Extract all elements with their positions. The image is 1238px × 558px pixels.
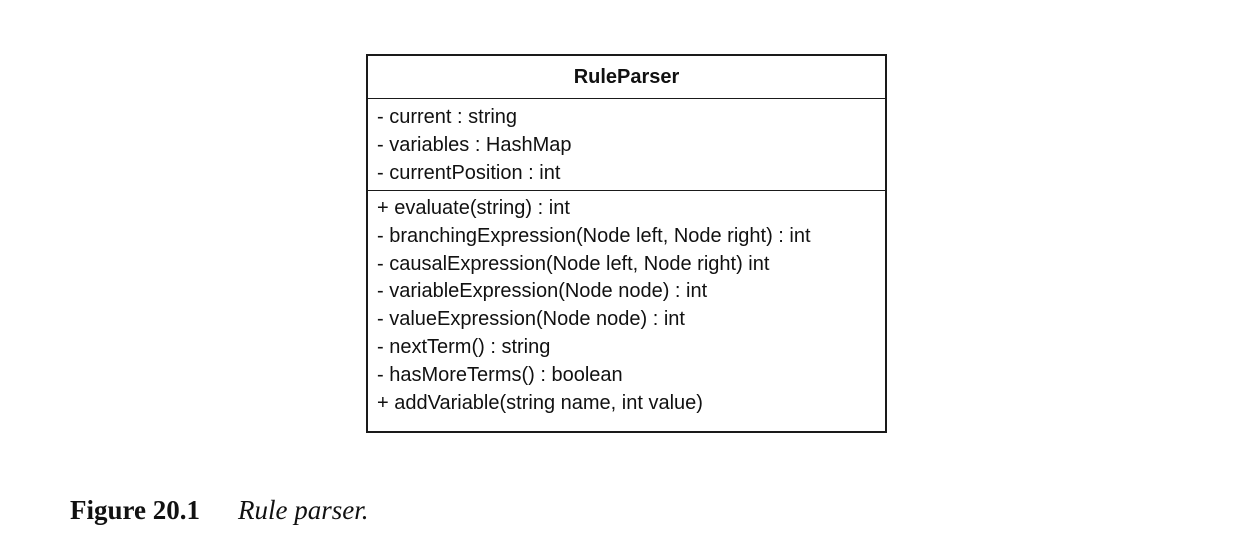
operation-item: + evaluate(string) : int [377, 197, 570, 219]
attribute-item: - currentPosition : int [377, 161, 561, 184]
operation-item: - valueExpression(Node node) : int [377, 308, 685, 331]
operation-item: + addVariable(string name, int value) [377, 391, 703, 414]
operation-item: - branchingExpression(Node left, Node ri… [377, 224, 811, 247]
attribute-item: - variables : HashMap [377, 133, 572, 156]
figure-label: Figure 20.1 [70, 495, 200, 525]
operation-item: - variableExpression(Node node) : int [377, 280, 708, 303]
operation-item: - hasMoreTerms() : boolean [377, 363, 623, 386]
attributes-section: - current : string - variables : HashMap… [368, 99, 885, 191]
operations-section: + evaluate(string) : int - branchingExpr… [368, 191, 885, 431]
attribute-item: - current : string [377, 106, 518, 128]
uml-class-box: RuleParser - current : string - variable… [366, 54, 887, 434]
operation-item: - causalExpression(Node left, Node right… [377, 252, 770, 275]
class-name: RuleParser [368, 56, 885, 99]
operation-item: - nextTerm() : string [377, 335, 551, 358]
figure-title: Rule parser. [238, 495, 369, 525]
figure-caption: Figure 20.1 Rule parser. [70, 495, 369, 526]
